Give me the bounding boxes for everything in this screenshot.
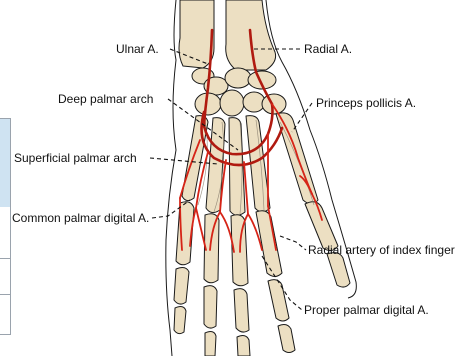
trapezium-bone	[262, 94, 286, 114]
metacarpal-3	[229, 118, 245, 216]
index-distal-phalanx	[278, 325, 295, 353]
label-princeps-pollicis: Princeps pollicis A.	[316, 96, 416, 110]
middle-middle-phalanx	[234, 289, 249, 332]
ulna-bone	[179, 0, 214, 68]
leader-radial-index	[280, 236, 306, 250]
little-distal-phalanx	[174, 307, 186, 334]
label-superficial-palmar-arch: Superficial palmar arch	[14, 151, 137, 165]
lunate-bone	[225, 68, 251, 88]
label-radial-index-artery: Radial artery of index finger	[308, 243, 455, 257]
index-middle-phalanx	[268, 280, 289, 321]
ring-distal-phalanx	[205, 332, 216, 356]
capitate-bone	[220, 90, 244, 116]
middle-distal-phalanx	[237, 336, 250, 356]
leader-superficial-arch	[150, 158, 218, 164]
label-deep-palmar-arch: Deep palmar arch	[58, 92, 153, 106]
ring-middle-phalanx	[204, 286, 217, 328]
label-ulnar-artery: Ulnar A.	[116, 42, 159, 56]
metacarpal-4	[206, 118, 225, 213]
little-middle-phalanx	[174, 268, 189, 305]
label-radial-artery: Radial A.	[304, 42, 352, 56]
label-common-palmar-digital: Common palmar digital A.	[12, 211, 149, 225]
thumb-distal-phalanx	[327, 253, 350, 287]
label-proper-palmar-digital: Proper palmar digital A.	[304, 303, 429, 317]
trapezoid-bone	[243, 92, 265, 112]
